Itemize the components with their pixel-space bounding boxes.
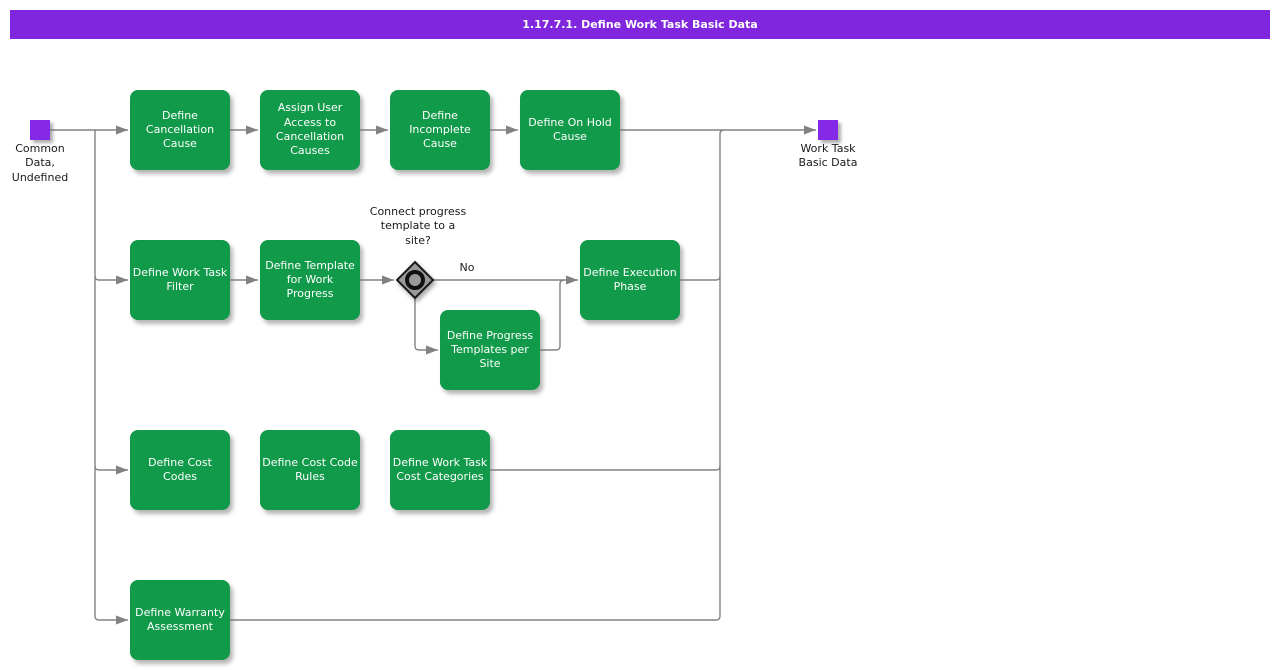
end-event-square[interactable] (818, 120, 838, 140)
gateway-no-label: No (459, 261, 475, 274)
task-define-work-task-cost-categories[interactable]: Define Work Task Cost Categories (390, 430, 490, 510)
task-define-cost-code-rules[interactable]: Define Cost Code Rules (260, 430, 360, 510)
task-assign-user-access-to-cancellation-causes[interactable]: Assign User Access to Cancellation Cause… (260, 90, 360, 170)
task-define-template-for-work-progress[interactable]: Define Template for Work Progress (260, 240, 360, 320)
task-define-cancellation-cause[interactable]: Define Cancellation Cause (130, 90, 230, 170)
gateway-question-label: Connect progress template to a site? (369, 205, 467, 247)
start-event-square[interactable] (30, 120, 50, 140)
flow-edges (50, 125, 816, 625)
start-event-label: Common Data, Undefined (11, 142, 69, 184)
task-define-incomplete-cause[interactable]: Define Incomplete Cause (390, 90, 490, 170)
task-define-progress-templates-per-site[interactable]: Define Progress Templates per Site (440, 310, 540, 390)
diagram-title-banner: 1.17.7.1. Define Work Task Basic Data (10, 10, 1270, 39)
page-title: 1.17.7.1. Define Work Task Basic Data (522, 18, 758, 31)
task-define-work-task-filter[interactable]: Define Work Task Filter (130, 240, 230, 320)
gateway-diamond (395, 260, 435, 300)
task-define-execution-phase[interactable]: Define Execution Phase (580, 240, 680, 320)
task-define-warranty-assessment[interactable]: Define Warranty Assessment (130, 580, 230, 660)
end-event-label: Work Task Basic Data (798, 142, 858, 170)
task-define-cost-codes[interactable]: Define Cost Codes (130, 430, 230, 510)
task-define-on-hold-cause[interactable]: Define On Hold Cause (520, 90, 620, 170)
